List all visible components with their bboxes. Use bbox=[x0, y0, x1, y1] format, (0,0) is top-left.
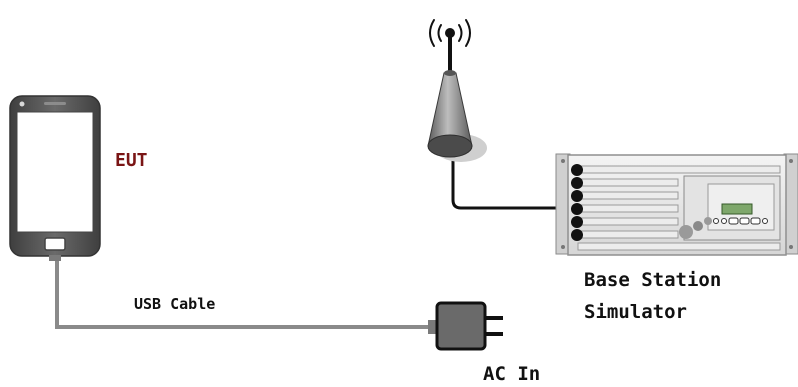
usb-cable-line bbox=[55, 257, 430, 329]
antenna-icon bbox=[427, 28, 487, 162]
smartphone-icon bbox=[9, 95, 101, 261]
eut-label: EUT bbox=[115, 150, 148, 171]
base-station-label-line1: Base Station bbox=[584, 269, 721, 291]
rack-instrument-icon bbox=[555, 153, 798, 256]
base-station-label-line2: Simulator bbox=[584, 301, 687, 323]
rf-cable-line bbox=[451, 158, 572, 210]
ac-adapter-icon bbox=[428, 301, 503, 351]
ac-in-label: AC In bbox=[483, 363, 540, 385]
usb-cable-label: USB Cable bbox=[134, 295, 215, 313]
radio-waves-icon bbox=[429, 19, 471, 47]
